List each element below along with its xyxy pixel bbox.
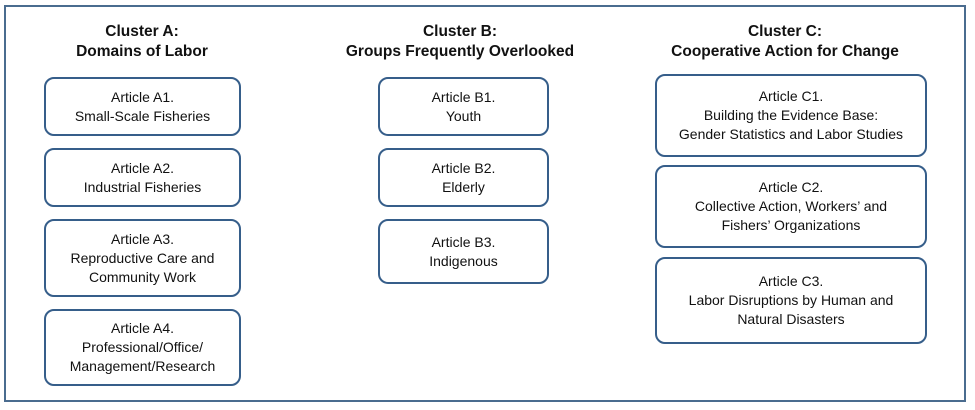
- article-c3-title-line1: Labor Disruptions by Human and: [688, 292, 894, 308]
- article-b2-title: Elderly: [442, 178, 485, 195]
- cluster-a-label: Cluster A:: [105, 23, 179, 40]
- article-a2-label: Article A2.: [110, 159, 175, 176]
- article-c2-box: Article C2. Collective Action, Workers’ …: [655, 165, 927, 248]
- article-b1-title: Youth: [445, 107, 482, 124]
- article-b2-label: Article B2.: [431, 159, 496, 176]
- diagram-frame: [4, 5, 966, 402]
- article-c2-title-line1: Collective Action, Workers’ and: [694, 198, 888, 214]
- cluster-a-heading: Cluster A: Domains of Labor: [42, 22, 242, 62]
- article-a2-title: Industrial Fisheries: [83, 178, 202, 195]
- article-b1-label: Article B1.: [431, 88, 496, 105]
- article-a3-title-line2: Community Work: [88, 268, 197, 285]
- cluster-c-title: Cooperative Action for Change: [671, 43, 899, 60]
- article-c3-title-line2: Natural Disasters: [737, 311, 845, 327]
- article-c3-label: Article C3.: [758, 273, 824, 289]
- cluster-c-heading: Cluster C: Cooperative Action for Change: [640, 22, 930, 62]
- article-b2-box: Article B2. Elderly: [378, 148, 549, 207]
- cluster-b-title: Groups Frequently Overlooked: [345, 43, 575, 60]
- article-c3-box: Article C3. Labor Disruptions by Human a…: [655, 257, 927, 344]
- article-a1-box: Article A1. Small-Scale Fisheries: [44, 77, 241, 136]
- article-b1-box: Article B1. Youth: [378, 77, 549, 136]
- article-a3-title-line1: Reproductive Care and: [70, 249, 215, 266]
- article-c1-box: Article C1. Building the Evidence Base: …: [655, 74, 927, 157]
- article-c2-title-line2: Fishers’ Organizations: [721, 217, 861, 233]
- article-a4-box: Article A4. Professional/Office/ Managem…: [44, 309, 241, 386]
- article-c1-label: Article C1.: [758, 88, 824, 104]
- article-a4-title-line1: Professional/Office/: [81, 339, 204, 355]
- article-b3-title: Indigenous: [429, 252, 498, 269]
- article-c1-title-line2: Gender Statistics and Labor Studies: [678, 126, 904, 142]
- article-a3-box: Article A3. Reproductive Care and Commun…: [44, 219, 241, 297]
- article-c1-title-line1: Building the Evidence Base:: [703, 107, 879, 123]
- article-a4-title-line2: Management/Research: [69, 358, 216, 374]
- article-a2-box: Article A2. Industrial Fisheries: [44, 148, 241, 207]
- article-b3-box: Article B3. Indigenous: [378, 219, 549, 284]
- article-a1-title: Small-Scale Fisheries: [74, 107, 211, 124]
- article-c2-label: Article C2.: [758, 179, 824, 195]
- cluster-b-label: Cluster B:: [422, 23, 498, 40]
- article-a1-label: Article A1.: [110, 88, 175, 105]
- cluster-b-heading: Cluster B: Groups Frequently Overlooked: [320, 22, 600, 62]
- article-a4-label: Article A4.: [110, 320, 175, 336]
- article-b3-label: Article B3.: [431, 233, 496, 250]
- article-a3-label: Article A3.: [110, 230, 175, 247]
- cluster-a-title: Domains of Labor: [76, 43, 208, 60]
- cluster-c-label: Cluster C:: [747, 23, 823, 40]
